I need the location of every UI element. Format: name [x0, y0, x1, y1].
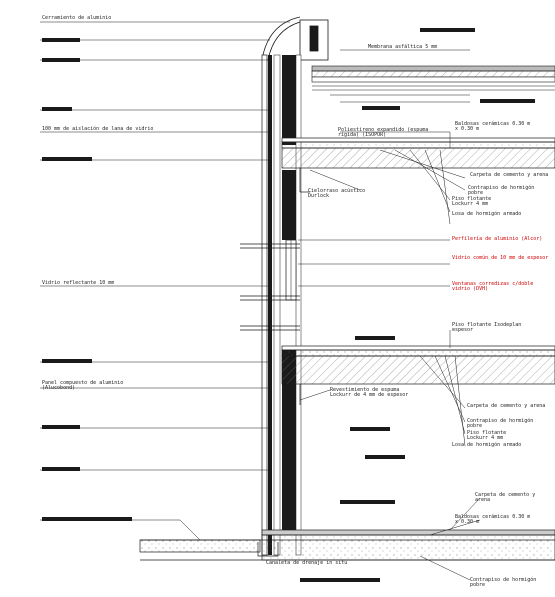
label-aluminum-cap: Cerramiento de aluminio	[42, 15, 112, 21]
facade-wall	[261, 54, 302, 556]
label-casement-window: Ventanas corredizas c/doble vidrio (DVH)	[452, 281, 534, 292]
label-floating-floor-2: Piso flotante Lockurr 4 mm	[467, 430, 507, 441]
label-drainage-channel: Canaleta de drenaje in situ	[266, 560, 348, 566]
redacted-tag	[42, 157, 92, 161]
label-aluminum-profile: Perfilería de aluminio (Alcor)	[452, 236, 543, 242]
label-floating-floor-1: Piso flotante Lockurr 4 mm	[452, 196, 492, 207]
ground-base	[139, 529, 555, 561]
label-slab-2: Losa de hormigón armado	[452, 442, 522, 448]
redacted-tag	[42, 517, 132, 521]
label-mortar-bed-2: Carpeta de cemento y arena	[467, 403, 546, 409]
label-mortar-bed-1: Carpeta de cemento y arena	[470, 172, 549, 178]
redacted-tag	[362, 106, 400, 110]
label-floating-floor-deck: Piso flotante Isodeplan espesor	[452, 322, 522, 333]
label-asphalt-membrane: Membrana asfáltica 5 mm	[368, 44, 438, 50]
label-ceramic-tile-2: Baldosas cerámicas 0.30 m x 0.30 m	[455, 514, 531, 525]
label-glass-10mm: Vidrio común de 10 mm de espesor	[452, 255, 549, 261]
redacted-tag	[300, 578, 380, 582]
label-reflective-glass: Vidrio reflectante 10 mm	[42, 280, 115, 286]
lower-slab	[281, 345, 555, 405]
label-polystyrene: Poliestireno expandido (espuma rígida) (…	[338, 127, 429, 138]
redacted-tag	[42, 38, 80, 42]
label-slab-1: Losa de hormigón armado	[452, 211, 522, 217]
label-acoustic-ceiling: Cielorraso acústico Durlock	[308, 188, 366, 199]
label-mortar-bed-3: Carpeta de cemento y arena	[475, 492, 536, 503]
roof-layers	[311, 65, 555, 91]
transoms	[240, 243, 300, 331]
label-subfloor-1: Contrapiso de hormigón pobre	[468, 185, 535, 196]
label-ceramic-tile-1: Baldosas cerámicas 0.30 m x 0.30 m	[455, 121, 531, 132]
redacted-tag	[340, 500, 395, 504]
leader-lines	[40, 21, 481, 581]
redacted-tag	[42, 107, 72, 111]
redacted-tag	[42, 359, 92, 363]
upper-slab	[281, 137, 555, 193]
redacted-tag	[355, 336, 395, 340]
redacted-tag	[480, 99, 535, 103]
label-wall-cladding: Revestimiento de espuma Lockurr de 4 mm …	[330, 387, 409, 398]
redacted-tag	[42, 58, 80, 62]
label-aluminum-composite: Panel compuesto de aluminio (Alucobond)	[42, 380, 124, 391]
redacted-tag	[42, 467, 80, 471]
redacted-tag	[350, 427, 390, 431]
redacted-tag	[42, 425, 80, 429]
parapet-cap	[261, 16, 329, 61]
redacted-tag	[420, 28, 475, 32]
label-glass-wool: 100 mm de aislación de lana de vidrio	[42, 126, 154, 132]
redacted-tag	[365, 455, 405, 459]
label-subfloor-2: Contrapiso de hormigón pobre	[467, 418, 534, 429]
label-subfloor-3: Contrapiso de hormigón pobre	[470, 577, 537, 588]
